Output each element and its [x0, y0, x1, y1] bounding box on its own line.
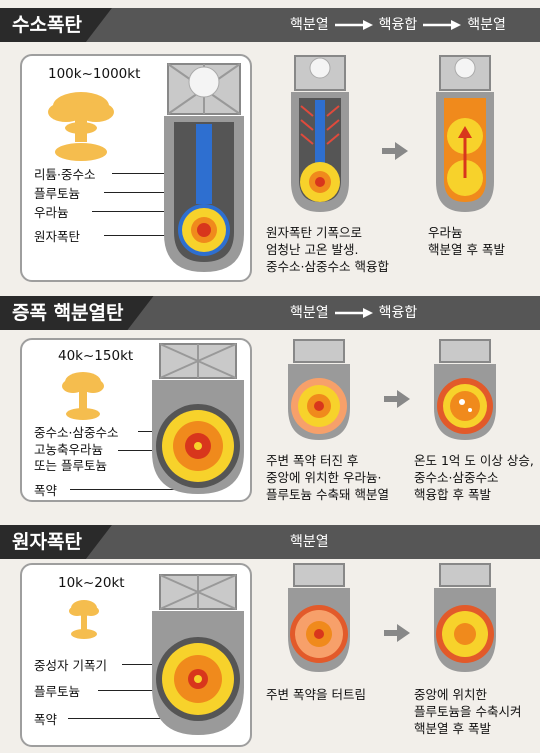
process-step: 핵융합 [378, 305, 418, 321]
label-pointer [92, 211, 188, 212]
component-label: 플루토늄 [34, 684, 81, 699]
label-pointer [98, 690, 184, 691]
yield-label: 10k~20kt [58, 575, 125, 591]
bomb-structure-panel: 40k~150kt 중수소·삼중수소 고농축우라늄 또는 플루토늄 폭약 [20, 338, 252, 502]
component-label: 폭약 [34, 483, 58, 498]
bomb-stage-2-icon [434, 563, 496, 672]
process-flow: 핵분열 [290, 525, 329, 559]
yield-label: 40k~150kt [58, 348, 134, 364]
bomb-structure-panel: 10k~20kt 중성자 기폭기 플루토늄 폭약 [20, 563, 252, 747]
section-title: 원자폭탄 [0, 525, 112, 559]
bomb-cross-section [152, 574, 244, 735]
bomb-cross-section [152, 343, 244, 494]
step-arrow-icon [384, 624, 410, 642]
section-header: 원자폭탄 핵분열 [0, 525, 540, 559]
component-label: 중성자 기폭기 [34, 658, 107, 673]
component-label: 폭약 [34, 712, 58, 727]
step-1-description: 주변 폭약을 터트림 [266, 687, 366, 702]
step-arrow-icon [382, 142, 408, 160]
bomb-stage-2-icon [436, 55, 494, 212]
flow-arrow-icon [423, 20, 462, 30]
section-header: 증폭 핵분열탄 핵분열 핵융합 [0, 296, 540, 330]
process-flow: 핵분열 핵융합 [290, 296, 417, 330]
step-arrow-icon [384, 390, 410, 408]
section-title: 증폭 핵분열탄 [0, 296, 154, 330]
flow-arrow-icon [334, 308, 373, 318]
yield-label: 100k~1000kt [48, 66, 141, 82]
label-pointer [112, 173, 198, 174]
label-pointer [104, 235, 178, 236]
section-atomic-bomb: 원자폭탄 핵분열 10k~20kt 중성자 기폭기 플루토늄 폭약 [0, 520, 540, 753]
flow-arrow-icon [334, 20, 373, 30]
component-label: 우라늄 [34, 205, 69, 220]
mushroom-cloud-icon [69, 600, 99, 639]
component-label: 중수소·삼중수소 [34, 425, 119, 440]
bomb-stage-2-icon [434, 339, 496, 440]
mushroom-cloud-icon [48, 92, 114, 161]
bomb-structure-panel: 100k~1000kt 리튬·중수소 플루토늄 우라늄 원자폭탄 [20, 54, 252, 282]
label-pointer [104, 192, 198, 193]
step-1-description: 원자폭탄 기폭으로 엄청난 고온 발생. 중수소·삼중수소 핵융합 [266, 225, 389, 274]
section-boosted-fission-bomb: 증폭 핵분열탄 핵분열 핵융합 40k~150kt 중수소·삼중수소 고농축우라늄… [0, 290, 540, 520]
process-step: 핵분열 [467, 17, 506, 33]
bomb-stage-1-icon [288, 339, 350, 440]
process-step: 핵융합 [378, 17, 418, 33]
label-pointer [70, 489, 180, 490]
component-label: 고농축우라늄 또는 플루토늄 [34, 442, 107, 473]
component-label: 플루토늄 [34, 186, 81, 201]
step-2-description: 우라늄 핵분열 후 폭발 [428, 225, 505, 257]
process-flow: 핵분열 핵융합 핵분열 [290, 8, 506, 42]
label-pointer [68, 718, 172, 719]
step-1-description: 주변 폭약 터진 후 중앙에 위치한 우라늄· 플루토늄 수축돼 핵분열 [266, 453, 389, 502]
bomb-stage-1-icon [291, 55, 349, 212]
bomb-cross-section [164, 63, 244, 272]
process-step: 핵분열 [290, 534, 329, 550]
step-2-description: 중앙에 위치한 플루토늄을 수축시켜 핵분열 후 폭발 [414, 687, 522, 736]
process-step: 핵분열 [290, 305, 329, 321]
bomb-stage-1-icon [288, 563, 350, 672]
step-2-description: 온도 1억 도 이상 상승, 중수소·삼중수소 핵융합 후 폭발 [414, 453, 534, 502]
component-label: 리튬·중수소 [34, 167, 96, 182]
component-label: 원자폭탄 [34, 229, 81, 244]
process-step: 핵분열 [290, 17, 329, 33]
mushroom-cloud-icon [62, 372, 104, 420]
